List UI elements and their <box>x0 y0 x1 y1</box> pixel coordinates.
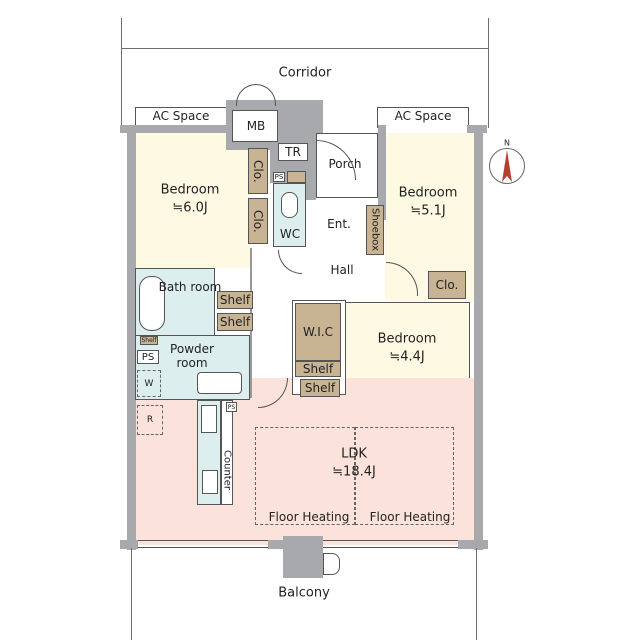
bathtub-icon <box>139 276 165 331</box>
hall-label: Hall <box>330 263 354 277</box>
bedroom-left-size: ≒6.0J <box>172 200 208 216</box>
shelf: Shelf <box>217 313 253 331</box>
ps-box: PS <box>137 350 159 364</box>
ldk <box>135 398 474 545</box>
floor-heating-label: Floor Heating <box>369 510 451 524</box>
bedroom-left-name: Bedroom <box>160 182 220 198</box>
bedroom-right-name: Bedroom <box>398 185 458 201</box>
ps-label: PS <box>227 403 236 411</box>
shelf-label: Shelf <box>219 293 251 307</box>
fridge-label: R <box>146 415 154 425</box>
ac-space-right-label: AC Space <box>394 109 452 123</box>
closet-label: Clo. <box>251 159 265 183</box>
wall <box>474 125 483 550</box>
washer-space: W <box>137 370 161 397</box>
ac-space-left-label: AC Space <box>152 109 210 123</box>
ldk-size: ≒18.4J <box>332 464 376 480</box>
ldk-name: LDK <box>341 446 367 462</box>
counter <box>221 400 233 505</box>
shoebox: Shoebox <box>366 205 384 255</box>
washer-label: W <box>144 378 154 389</box>
balcony-label: Balcony <box>278 585 330 601</box>
bedroom-right-size: ≒5.1J <box>410 203 446 219</box>
wall <box>120 125 226 133</box>
mb-door[interactable] <box>236 84 276 106</box>
wall <box>120 540 138 549</box>
closet-label: Clo. <box>435 278 459 292</box>
floor-heating-label: Floor Heating <box>268 510 350 524</box>
corridor-line-top <box>121 48 489 49</box>
shelf-label: Shelf <box>304 381 336 395</box>
closet: Clo. <box>248 148 268 194</box>
wall <box>458 540 488 549</box>
wall <box>306 150 316 200</box>
ps-box: PS <box>226 402 237 412</box>
shelf-label: Shelf <box>302 362 334 376</box>
floor-heating-zone <box>255 427 355 525</box>
closet: Clo. <box>248 198 268 244</box>
shelf: Shelf <box>300 379 340 397</box>
pillar <box>283 536 323 578</box>
bedroom-left <box>135 133 250 268</box>
tr-label: TR <box>285 145 301 159</box>
wall <box>467 125 487 133</box>
sink-icon <box>202 470 218 494</box>
corridor-label: Corridor <box>278 65 332 81</box>
ps-label: PS <box>141 351 155 363</box>
wall <box>378 125 386 220</box>
wic-label: W.I.C <box>302 325 334 339</box>
wc-door[interactable] <box>278 250 302 274</box>
shelf-label: Shelf <box>141 337 157 344</box>
stove-icon <box>201 405 217 433</box>
meter-box <box>232 110 278 142</box>
corridor-line-right <box>488 18 489 128</box>
walk-in-closet: W.I.C <box>295 303 341 361</box>
balcony-faucet-icon <box>323 553 340 575</box>
ps-label: PS <box>274 173 284 181</box>
shelf: Shelf <box>217 291 253 309</box>
trunk-room <box>278 143 308 161</box>
counter-label: Counter <box>221 450 233 490</box>
corridor-line-left <box>121 18 122 128</box>
balcony-line-left <box>131 548 132 640</box>
compass-north-label: N <box>504 138 510 148</box>
mb-label: MB <box>246 119 266 133</box>
fridge-space: R <box>137 405 163 435</box>
bedroom-mid-size: ≒4.4J <box>389 349 425 365</box>
balcony-line-right <box>476 548 477 640</box>
toilet-icon <box>281 192 298 218</box>
shelf-small: Shelf <box>140 336 158 345</box>
wc-shelf <box>287 171 306 183</box>
floor-heating-zone <box>355 427 454 525</box>
entrance-label: Ent. <box>327 217 351 231</box>
washbasin-icon <box>197 372 242 394</box>
shelf: Shelf <box>295 361 341 377</box>
closet: Clo. <box>428 271 466 299</box>
compass <box>489 148 525 184</box>
powder-label: Powder room <box>170 342 214 370</box>
bedroom-mid-name: Bedroom <box>377 331 437 347</box>
wall <box>127 125 136 550</box>
wc-label: WC <box>279 227 301 241</box>
bath-label-1: Bath room <box>158 280 222 294</box>
closet-label: Clo. <box>251 209 265 233</box>
ac-space-right <box>377 107 469 128</box>
ps-box: PS <box>273 172 285 182</box>
shoebox-label: Shoebox <box>369 208 381 252</box>
compass-needle-icon <box>502 150 512 182</box>
shelf-label: Shelf <box>219 315 251 329</box>
